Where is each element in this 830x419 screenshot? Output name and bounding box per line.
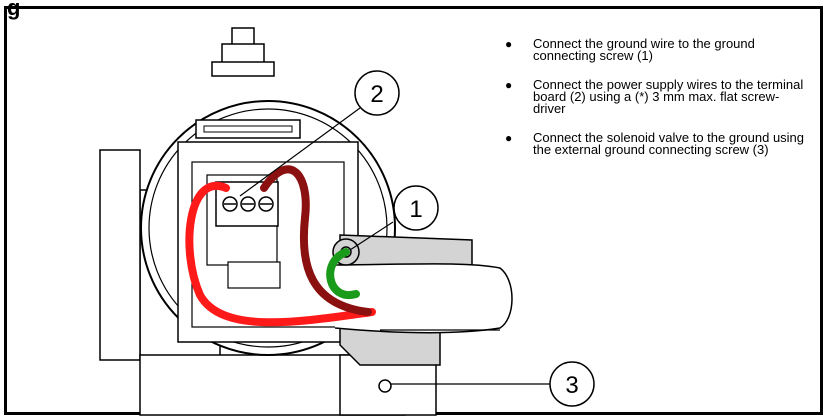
callout-1-label: 1: [409, 196, 422, 223]
conduit-cable: [334, 263, 513, 334]
dark-red-wire: [260, 165, 372, 316]
instruction-item: ● Connect the solenoid valve to the groun…: [505, 130, 810, 157]
green-ground-wire: [326, 248, 360, 300]
cable-gland: [334, 234, 513, 366]
bullet-icon: ●: [505, 78, 513, 92]
leader-lines: [239, 107, 550, 385]
callout-2-label: 2: [370, 81, 383, 108]
wires: [185, 165, 376, 327]
callout-2: 2: [354, 70, 400, 116]
instruction-text: Connect the solenoid valve to the ground…: [533, 130, 805, 157]
callout-3-label: 3: [565, 372, 578, 399]
instruction-item: ● Connect the ground wire to the ground c…: [505, 36, 810, 63]
callout-1: 1: [393, 185, 439, 231]
instruction-text: Connect the ground wire to the ground co…: [533, 36, 755, 63]
inner-compartment: [177, 119, 359, 343]
top-adjuster: [211, 27, 275, 77]
callout-3: 3: [549, 361, 595, 407]
external-ground-screw: [378, 379, 392, 393]
instruction-text: Connect the power supply wires to the te…: [533, 77, 804, 116]
instruction-item: ● Connect the power supply wires to the t…: [505, 77, 810, 116]
bullet-icon: ●: [505, 37, 513, 51]
heading-fragment: g: [7, 0, 21, 20]
red-wire: [185, 181, 376, 327]
instruction-list: ● Connect the ground wire to the ground c…: [505, 36, 810, 173]
bullet-icon: ●: [505, 131, 513, 145]
